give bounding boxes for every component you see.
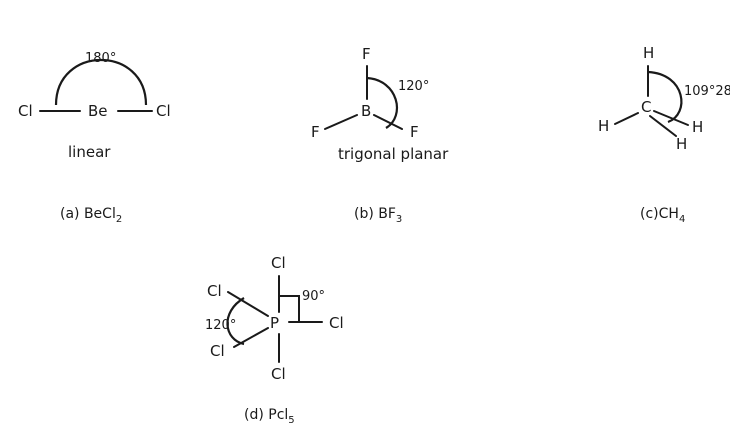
pcl5-atom-p: P: [270, 314, 279, 332]
bf3-bond-left: [324, 114, 358, 130]
bf3-angle-arc: [366, 76, 398, 129]
becl2-angle-label: 180°: [85, 51, 116, 66]
bf3-atom-f-left: F: [311, 123, 320, 141]
ch4-angle-label: 109°28: [684, 84, 730, 99]
becl2-atom-cl-left: Cl: [18, 102, 33, 120]
bf3-shape-label: trigonal planar: [338, 145, 449, 163]
pcl5-axial-angle-label: 90°: [302, 289, 325, 304]
becl2-shape-label: linear: [68, 143, 111, 161]
ch4-atom-c: C: [641, 98, 651, 116]
becl2-caption: (a) BeCl2: [60, 206, 122, 225]
pcl5-caption: (d) Pcl5: [244, 407, 295, 426]
bf3-caption: (b) BF3: [354, 206, 402, 225]
bf3-atom-f-right: F: [410, 123, 419, 141]
ch4-bond-right: [653, 110, 689, 126]
becl2-angle-arc: [54, 59, 148, 106]
bf3-bond-right: [373, 114, 403, 130]
pcl5-atom-cl-top: Cl: [271, 254, 286, 272]
bf3-atom-b: B: [361, 102, 371, 120]
pcl5-diagram: Cl 90° Cl 120° P Cl Cl Cl (d) Pcl5: [205, 254, 344, 426]
bf3-diagram: F 120° B F F trigonal planar (b) BF3: [311, 45, 449, 225]
becl2-diagram: 180° Cl Be Cl linear (a) BeCl2: [18, 51, 171, 225]
ch4-diagram: H 109°28 C H H H (c)CH4: [598, 44, 730, 225]
ch4-atom-h-bottom: H: [676, 135, 687, 153]
becl2-atom-cl-right: Cl: [156, 102, 171, 120]
bf3-angle-label: 120°: [398, 79, 429, 94]
pcl5-atom-cl-right: Cl: [329, 314, 344, 332]
ch4-bond-bottom: [649, 115, 677, 137]
ch4-atom-h-right: H: [692, 118, 703, 136]
pcl5-bond-upper-left: [227, 291, 269, 317]
pcl5-right-angle-marker: [278, 295, 300, 323]
pcl5-equatorial-angle-label: 120°: [205, 318, 236, 333]
pcl5-bond-lower-left: [233, 327, 269, 348]
ch4-caption: (c)CH4: [640, 206, 685, 225]
ch4-bond-left: [614, 112, 639, 125]
pcl5-equatorial-angle-arc: [226, 297, 245, 346]
ch4-atom-h-left: H: [598, 117, 609, 135]
pcl5-atom-cl-lower-left: Cl: [210, 342, 225, 360]
pcl5-atom-cl-bottom: Cl: [271, 365, 286, 383]
ch4-atom-h-top: H: [643, 44, 654, 62]
becl2-atom-be: Be: [88, 102, 108, 120]
bf3-atom-f-top: F: [362, 45, 371, 63]
pcl5-atom-cl-upper-left: Cl: [207, 282, 222, 300]
